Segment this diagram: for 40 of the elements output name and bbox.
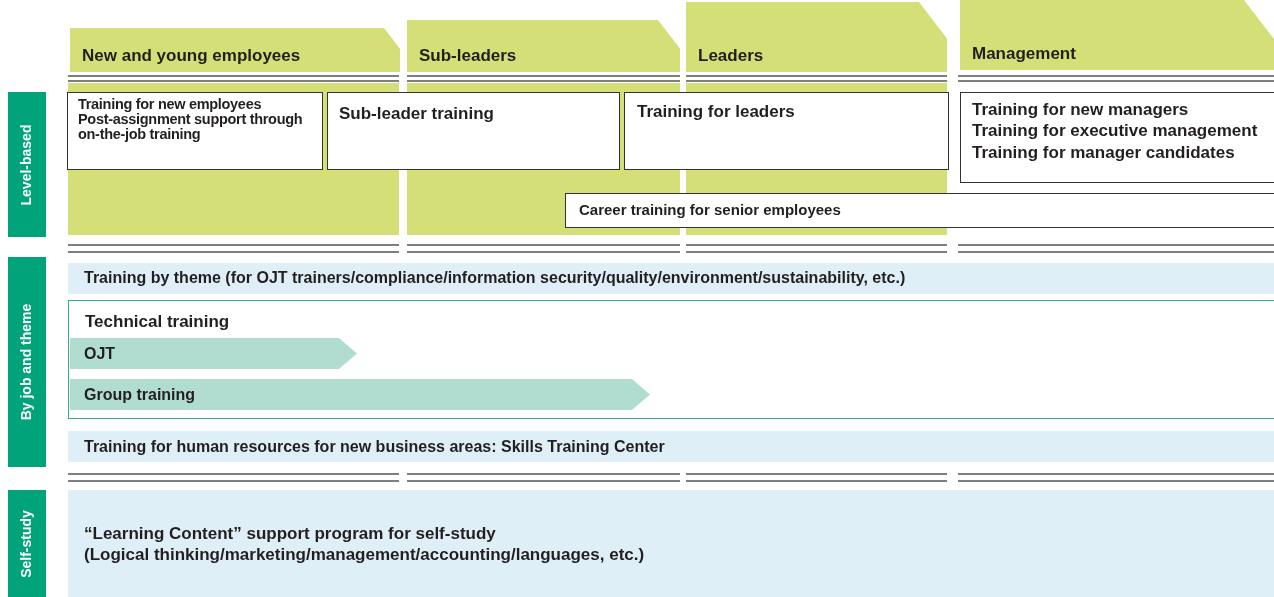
training-text: (Logical thinking/marketing/management/accounting/languages, etc.) xyxy=(84,544,646,566)
category-label: By job and theme xyxy=(18,303,36,421)
category-label: Self-study xyxy=(18,509,36,578)
level-header xyxy=(70,28,400,72)
training-name: Sub-leader training xyxy=(339,103,495,125)
category-tab xyxy=(8,92,46,237)
training-box xyxy=(565,193,1274,228)
training-box xyxy=(327,92,620,170)
training-bar xyxy=(68,490,1274,597)
training-text: Training by theme (for OJT trainers/compliance/information security/quality/environment/sustainability, etc.) xyxy=(84,268,907,288)
training-name: OJT xyxy=(84,343,116,364)
arrow-band xyxy=(70,379,650,410)
category-tab xyxy=(8,490,46,597)
level-header xyxy=(960,0,1274,70)
training-bar xyxy=(68,263,1274,294)
arrow-band xyxy=(70,338,357,369)
category-tab xyxy=(8,257,46,467)
training-name: Training for executive management xyxy=(972,120,1259,142)
training-text: Training for human resources for new business areas: Skills Training Center xyxy=(84,437,666,457)
training-box xyxy=(624,92,949,170)
training-name: Training for new employees xyxy=(78,97,263,113)
level-header xyxy=(686,2,947,72)
level-header xyxy=(407,20,680,72)
program-frame xyxy=(68,300,1274,419)
level-title: Management xyxy=(972,42,1076,64)
training-box xyxy=(67,92,323,170)
training-name: Training for leaders xyxy=(637,101,796,123)
level-title: Sub-leaders xyxy=(419,44,517,66)
training-bar xyxy=(68,431,1274,462)
training-name: Post-assignment support through on-the-job training xyxy=(78,112,304,143)
section-title: Technical training xyxy=(85,311,231,333)
category-label: Level-based xyxy=(18,124,36,205)
training-name: Group training xyxy=(84,384,196,405)
level-title: Leaders xyxy=(698,44,764,66)
level-title: New and young employees xyxy=(82,44,301,66)
training-name: Training for manager candidates xyxy=(972,141,1236,163)
training-box xyxy=(960,92,1274,183)
training-name: Career training for senior employees xyxy=(579,201,842,220)
training-name: Training for new managers xyxy=(972,99,1190,121)
training-text: “Learning Content” support program for self-study xyxy=(84,523,497,545)
